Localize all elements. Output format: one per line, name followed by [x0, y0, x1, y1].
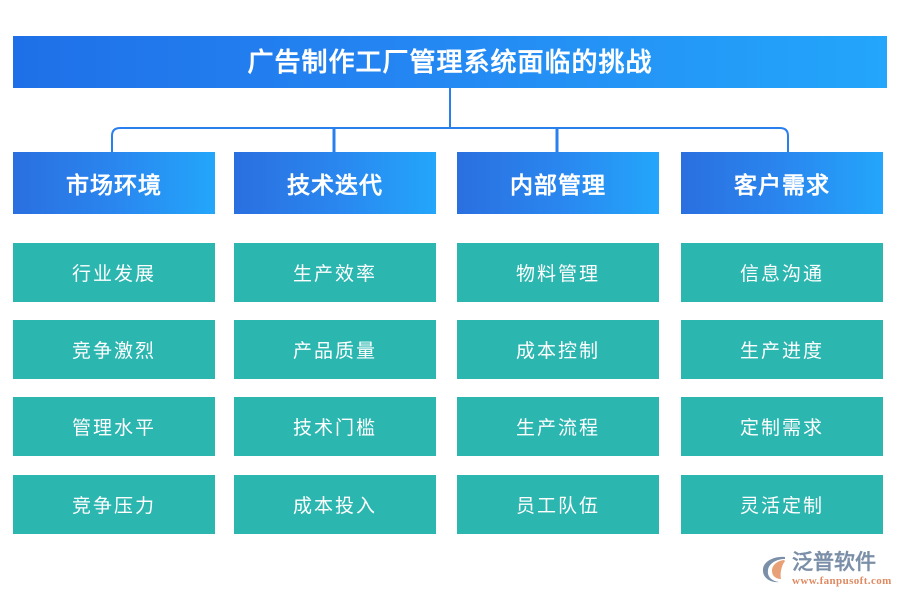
item-label: 竞争压力	[71, 496, 156, 517]
item-box[interactable]: 生产进度	[681, 320, 883, 379]
item-box[interactable]: 物料管理	[457, 243, 659, 302]
diagram-title-banner: 广告制作工厂管理系统面临的挑战	[13, 36, 887, 88]
item-label: 成本控制	[515, 341, 600, 362]
category-box-internal-management[interactable]: 内部管理	[457, 152, 659, 214]
logo-url: www.fanpusoft.com	[792, 574, 892, 587]
item-box[interactable]: 管理水平	[13, 397, 215, 456]
category-label: 技术迭代	[287, 172, 383, 198]
item-label: 物料管理	[515, 264, 600, 285]
item-box[interactable]: 技术门槛	[234, 397, 436, 456]
item-label: 成本投入	[292, 496, 377, 517]
item-box[interactable]: 竞争压力	[13, 475, 215, 534]
item-label: 管理水平	[71, 418, 156, 439]
item-box[interactable]: 灵活定制	[681, 475, 883, 534]
item-box[interactable]: 成本投入	[234, 475, 436, 534]
connector-bus	[111, 127, 789, 152]
item-label: 产品质量	[292, 341, 377, 362]
item-box[interactable]: 员工队伍	[457, 475, 659, 534]
connector-bracket	[111, 88, 789, 152]
logo-name: 泛普软件	[792, 550, 876, 574]
item-label: 员工队伍	[515, 496, 600, 517]
item-label: 信息沟通	[739, 264, 824, 285]
item-label: 定制需求	[739, 418, 824, 439]
item-box[interactable]: 产品质量	[234, 320, 436, 379]
category-label: 市场环境	[66, 172, 162, 198]
item-label: 生产流程	[515, 418, 600, 439]
item-label: 竞争激烈	[71, 341, 156, 362]
category-label: 内部管理	[510, 172, 606, 198]
item-label: 生产效率	[292, 264, 377, 285]
item-label: 生产进度	[739, 341, 824, 362]
category-label: 客户需求	[734, 172, 830, 198]
item-box[interactable]: 信息沟通	[681, 243, 883, 302]
logo-text-wrap: 泛普软件 www.fanpusoft.com	[792, 552, 892, 587]
item-label: 技术门槛	[292, 418, 377, 439]
item-box[interactable]: 成本控制	[457, 320, 659, 379]
item-label: 灵活定制	[739, 496, 824, 517]
page-title: 广告制作工厂管理系统面临的挑战	[247, 47, 653, 77]
item-box[interactable]: 定制需求	[681, 397, 883, 456]
category-box-market-environment[interactable]: 市场环境	[13, 152, 215, 214]
category-box-customer-demand[interactable]: 客户需求	[681, 152, 883, 214]
item-box[interactable]: 生产流程	[457, 397, 659, 456]
item-box[interactable]: 生产效率	[234, 243, 436, 302]
item-box[interactable]: 行业发展	[13, 243, 215, 302]
item-box[interactable]: 竞争激烈	[13, 320, 215, 379]
brand-logo: 泛普软件 www.fanpusoft.com	[758, 547, 894, 591]
fanpu-swirl-icon	[762, 556, 785, 583]
item-label: 行业发展	[71, 264, 156, 285]
category-box-technology-iteration[interactable]: 技术迭代	[234, 152, 436, 214]
